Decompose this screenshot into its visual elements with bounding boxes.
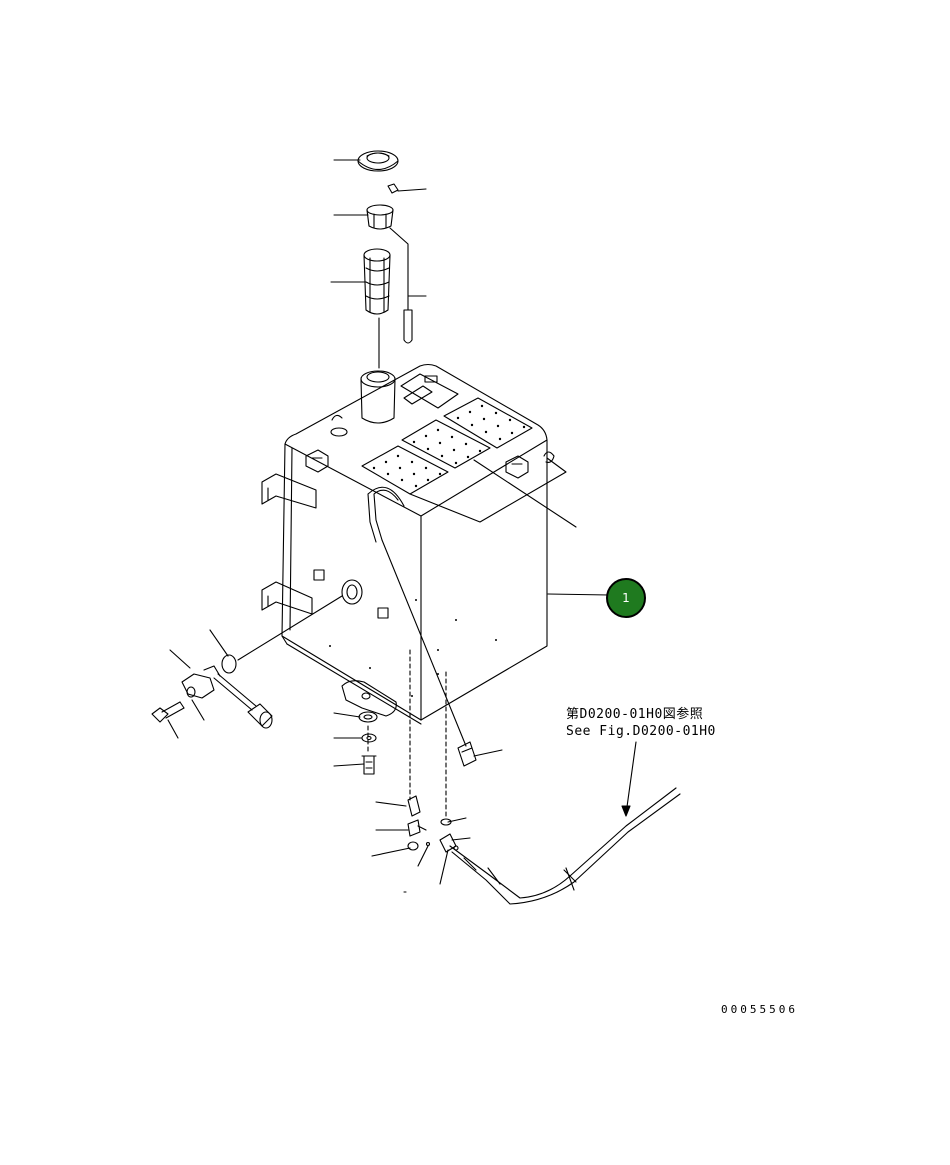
leader-lines [330, 159, 610, 893]
drain-gasket [358, 711, 378, 723]
fuel-level-sender [181, 665, 257, 711]
reference-note-japanese: 第D0200-01H0図参照 [566, 707, 704, 722]
square-pad-1 [313, 569, 325, 581]
o-ring [221, 654, 237, 674]
cap-small [407, 841, 419, 851]
drain-hose [449, 787, 681, 905]
cap-adapter [366, 204, 394, 230]
side-bracket-lower [261, 581, 313, 615]
filler-cap [357, 150, 399, 172]
filler-neck [360, 370, 396, 424]
hose-clip [457, 741, 477, 767]
leader-bolt [167, 719, 179, 739]
reference-arrow [621, 741, 637, 817]
drain-bolt [361, 755, 377, 775]
perforated-plate-1 [361, 445, 449, 495]
fuel-tank-body [281, 363, 548, 725]
drain-plate [341, 680, 397, 717]
gauge-port [341, 579, 363, 605]
top-bracket-right [505, 455, 529, 479]
callout-badge: 1 [606, 578, 646, 618]
lifting-eye-left [330, 414, 348, 437]
breather-hose [367, 486, 467, 747]
strainer [363, 248, 391, 315]
elbow-fitting-left [407, 819, 427, 837]
perforated-plate-2 [401, 419, 491, 469]
square-pad-2 [377, 607, 389, 619]
leader-oring [209, 629, 229, 657]
drain-washer [361, 733, 377, 743]
plate-bolt-dots [372, 404, 526, 488]
gauge-assembly-line [237, 595, 343, 661]
small-washer [425, 841, 431, 847]
drain-clamp [407, 795, 421, 817]
chain-and-gauge-rod [389, 227, 413, 344]
o-ring-small [440, 818, 452, 826]
reference-note: 第D0200-01H0図参照 See Fig.D0200-01H0 [566, 706, 716, 740]
surface-dots [329, 599, 497, 697]
leader-washer [191, 699, 205, 721]
reference-note-english: See Fig.D0200-01H0 [566, 724, 716, 739]
leader-plates [473, 459, 577, 528]
leader-sender [169, 649, 191, 669]
side-bracket-upper [261, 473, 317, 509]
top-cover-plate [400, 373, 459, 409]
callout-number: 1 [622, 591, 630, 605]
washer-left [186, 686, 196, 698]
lifting-eye-right [543, 451, 555, 463]
key-part [387, 183, 399, 194]
drawing-number: 00055506 [721, 1003, 798, 1016]
float [247, 703, 273, 729]
perforated-plate-3 [443, 397, 533, 449]
plate-group-outline [409, 457, 567, 523]
top-bracket-left [305, 449, 329, 473]
bolt-left [151, 701, 185, 723]
